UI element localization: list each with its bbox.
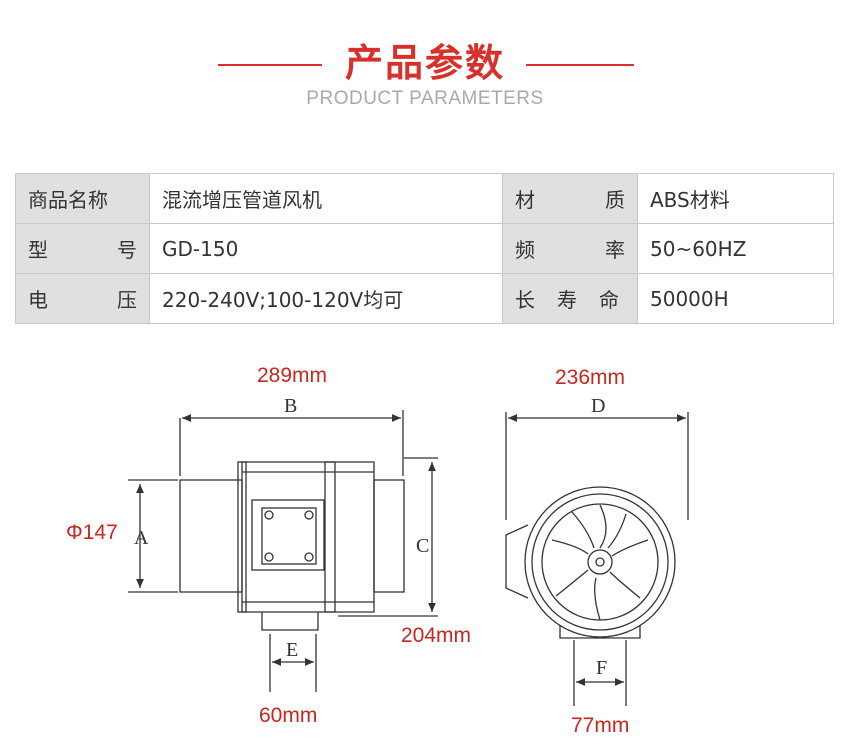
spec-label-text: 号 [117, 238, 137, 262]
spec-value: 混流增压管道风机 [149, 173, 503, 224]
dimension-letter-d: D [591, 395, 605, 417]
spec-label-text: 电 [28, 288, 48, 312]
dimension-letter-e: E [286, 639, 298, 661]
spec-label-text: 材 [515, 188, 535, 212]
spec-label: 商品名称 [15, 173, 150, 224]
dimension-base-label: 77mm [571, 714, 630, 737]
spec-label: 频率 [502, 223, 638, 274]
spec-label-text: 质 [605, 188, 625, 212]
page-subtitle: PRODUCT PARAMETERS [306, 88, 544, 109]
table-row: 型号 GD-150 频率 50~60HZ [15, 223, 834, 274]
spec-value: ABS材料 [637, 173, 834, 224]
spec-label: 材质 [502, 173, 638, 224]
spec-label-text: 压 [117, 288, 137, 312]
dimension-letter-f: F [596, 657, 607, 679]
dimension-letter-c: C [416, 535, 429, 557]
spec-label-text: 频 [515, 238, 535, 262]
header-rule-left [218, 64, 322, 66]
table-row: 电压 220-240V;100-120V均可 长寿命 50000H [15, 273, 834, 324]
dimension-height-label: 204mm [401, 624, 472, 647]
spec-label-text: 率 [605, 238, 625, 262]
page-title: 产品参数 [344, 41, 505, 85]
dimension-bracket-label: 60mm [259, 704, 318, 727]
spec-table: 商品名称 混流增压管道风机 材质 ABS材料 型号 GD-150 频率 50~6… [15, 173, 834, 324]
spec-label-text: 商品名称 [28, 188, 108, 212]
spec-label-text: 长 [515, 288, 535, 312]
front-view-drawing [505, 412, 689, 706]
spec-value: 50000H [637, 273, 834, 324]
spec-value: 220-240V;100-120V均可 [149, 273, 503, 324]
spec-label: 长寿命 [502, 273, 638, 324]
spec-label-text: 寿 [557, 288, 577, 312]
spec-label-text: 命 [599, 288, 619, 312]
header-rule-right [526, 64, 634, 66]
dimension-diameter-label: Φ147 [66, 521, 118, 544]
spec-label: 电压 [15, 273, 150, 324]
side-view-drawing [128, 410, 438, 692]
dimension-width-label: 236mm [555, 366, 626, 389]
spec-value: GD-150 [149, 223, 503, 274]
dimension-letter-b: B [284, 395, 297, 417]
spec-value: 50~60HZ [637, 223, 834, 274]
table-row: 商品名称 混流增压管道风机 材质 ABS材料 [15, 173, 834, 224]
dimension-letter-a: A [134, 527, 149, 549]
spec-label-text: 型 [28, 238, 48, 262]
dimension-length-label: 289mm [257, 364, 328, 387]
